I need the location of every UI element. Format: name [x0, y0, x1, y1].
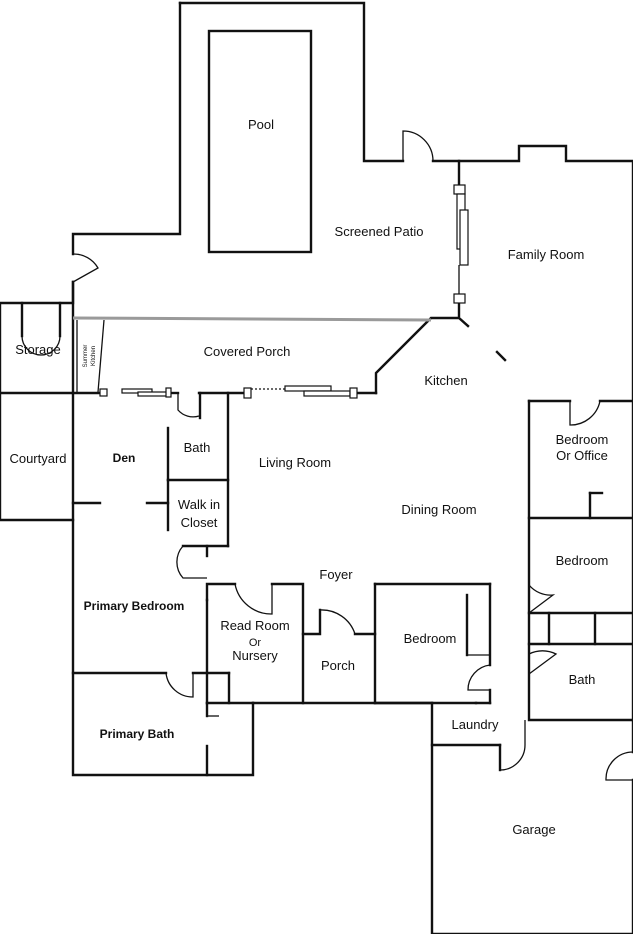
label-primary-bath: Primary Bath: [100, 727, 175, 741]
room-labels: Pool Screened Patio Family Room Storage …: [9, 117, 608, 837]
label-garage: Garage: [512, 822, 555, 837]
label-bedroom-center: Bedroom: [404, 631, 457, 646]
label-storage: Storage: [15, 342, 61, 357]
label-read-room-3: Nursery: [232, 648, 278, 663]
label-foyer: Foyer: [319, 567, 353, 582]
label-bedroom-right: Bedroom: [556, 553, 609, 568]
label-walk-in-closet-2: Closet: [181, 515, 218, 530]
label-dining-room: Dining Room: [401, 502, 476, 517]
sliding-doors: [99, 184, 469, 399]
label-summer-kitchen-2: Kitchen: [91, 346, 97, 366]
label-kitchen: Kitchen: [424, 373, 467, 388]
label-read-room-1: Read Room: [220, 618, 289, 633]
label-walk-in-closet-1: Walk in: [178, 497, 220, 512]
label-covered-porch: Covered Porch: [204, 344, 291, 359]
label-porch: Porch: [321, 658, 355, 673]
pool-outline: [207, 29, 313, 254]
label-primary-bedroom: Primary Bedroom: [84, 599, 185, 613]
label-bedroom-office-2: Or Office: [556, 448, 608, 463]
label-family-room: Family Room: [508, 247, 585, 262]
label-screened-patio: Screened Patio: [335, 224, 424, 239]
label-courtyard: Courtyard: [9, 451, 66, 466]
label-bedroom-office-1: Bedroom: [556, 432, 609, 447]
screen-rail: [72, 316, 432, 322]
label-bath-right: Bath: [569, 672, 596, 687]
label-read-room-2: Or: [249, 637, 262, 649]
door-swings: [21, 130, 633, 781]
label-living-room: Living Room: [259, 455, 331, 470]
label-laundry: Laundry: [452, 717, 499, 732]
label-pool: Pool: [248, 117, 274, 132]
label-den-bath: Bath: [184, 440, 211, 455]
label-den: Den: [113, 451, 136, 465]
label-summer-kitchen-1: Summer: [83, 345, 89, 368]
